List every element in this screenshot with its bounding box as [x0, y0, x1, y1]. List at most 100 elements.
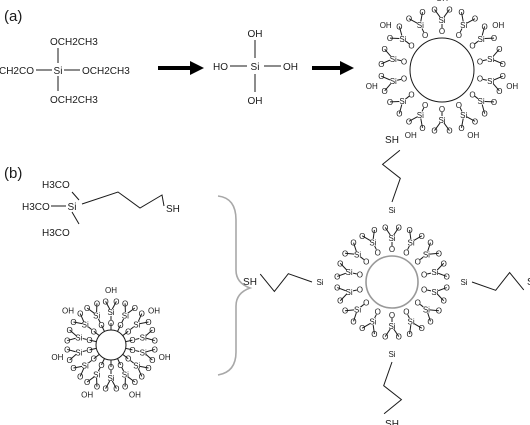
oxygen-atom: O [396, 22, 402, 31]
bond [360, 304, 365, 308]
oxygen-atom: O [401, 75, 407, 84]
oxygen-atom: O [382, 223, 388, 232]
bond [384, 83, 392, 92]
oxygen-atom: O [469, 90, 475, 99]
oxygen-atom: O [446, 5, 452, 14]
bond [125, 347, 133, 351]
bond [79, 368, 85, 377]
hydroxyl-group: OH [366, 82, 378, 91]
oxygen-atom: O [472, 15, 478, 24]
bond [130, 360, 134, 364]
bond [419, 304, 424, 308]
bond [352, 272, 358, 275]
silicon-atom: Si [487, 55, 494, 64]
oxygen-atom: O [67, 356, 73, 365]
mptms-methoxy-left: H3CO [22, 202, 50, 213]
bond [492, 83, 500, 92]
bond [397, 59, 402, 62]
bond [88, 326, 92, 330]
oxygen-atom: O [378, 72, 384, 81]
bond [360, 256, 365, 260]
mptms-molecule: H3CO H3CO Si H3CO SH [22, 180, 180, 239]
bond [393, 328, 400, 337]
oxygen-atom: O [444, 272, 450, 281]
silicon-atom: Si [390, 55, 397, 64]
silicon-atom: Si [438, 16, 445, 25]
bond [481, 26, 486, 36]
oxygen-atom: O [415, 257, 421, 266]
oxygen-atom: O [125, 355, 131, 364]
propyl-chain [259, 273, 313, 293]
bond [434, 9, 441, 18]
bond [407, 314, 410, 319]
bond [408, 116, 418, 122]
silicon-atom: Si [82, 362, 89, 371]
silicon-atom: Si [82, 320, 89, 329]
bond [443, 9, 450, 18]
bond [397, 78, 402, 81]
silicon-atom: Si [431, 288, 438, 297]
bond [82, 350, 87, 352]
oxygen-atom: O [382, 333, 388, 342]
bond [426, 272, 432, 275]
oxygen-atom: O [64, 345, 70, 354]
bond [79, 313, 85, 322]
bond [421, 28, 425, 33]
bond [384, 328, 391, 337]
silicon-atom: Si [399, 97, 406, 106]
reaction-arrow-2 [312, 61, 354, 75]
reaction-arrow-1 [158, 61, 204, 75]
silicon-atom: Si [408, 318, 415, 327]
panel-label-a: (a) [4, 8, 22, 25]
oxygen-atom: O [500, 72, 506, 81]
bond [105, 380, 111, 389]
bond [93, 353, 100, 360]
oxygen-atom: O [436, 307, 442, 316]
oxygen-atom: O [422, 101, 428, 110]
silicic-oh-top: OH [248, 29, 263, 40]
anchor-silicon-atom: Si [460, 278, 467, 287]
oxygen-atom: O [350, 239, 356, 248]
bond [88, 360, 92, 364]
mptms-methoxy-bottom: H3CO [42, 228, 70, 239]
propyl-chain [471, 271, 525, 291]
bond [384, 227, 391, 236]
silicon-atom: Si [390, 77, 397, 86]
oxygen-atom: O [403, 248, 409, 257]
oxygen-atom: O [482, 110, 488, 119]
oxygen-atom: O [491, 34, 497, 43]
hydroxyl-group: OH [62, 307, 74, 316]
oxygen-atom: O [419, 324, 425, 333]
silicon-atom: Si [417, 21, 424, 30]
oxygen-atom: O [363, 257, 369, 266]
bond [337, 272, 346, 277]
bond [97, 318, 101, 323]
bond [429, 252, 439, 255]
combination-brace [217, 195, 253, 376]
oxygen-atom: O [67, 326, 73, 335]
bond [474, 40, 479, 45]
silicic-ho-left: HO [213, 62, 228, 73]
bond [353, 242, 357, 252]
hydroxyl-group: OH [148, 307, 160, 316]
hydroxyl-group: OH [129, 391, 141, 400]
bond [67, 337, 76, 342]
bond [89, 347, 97, 351]
bond [437, 293, 445, 302]
particle-core [409, 37, 475, 103]
oxygen-atom: O [125, 327, 131, 336]
silicon-atom: Si [431, 268, 438, 277]
oxygen-atom: O [421, 285, 427, 294]
bond [117, 324, 121, 332]
silicon-atom: Si [93, 371, 100, 380]
bond [434, 122, 441, 131]
bond [339, 293, 347, 302]
bond [419, 256, 424, 260]
oxygen-atom: O [482, 22, 488, 31]
silicon-atom: Si [388, 322, 395, 331]
oxygen-atom: O [117, 361, 123, 370]
oxygen-atom: O [145, 318, 151, 327]
bond [466, 18, 476, 24]
